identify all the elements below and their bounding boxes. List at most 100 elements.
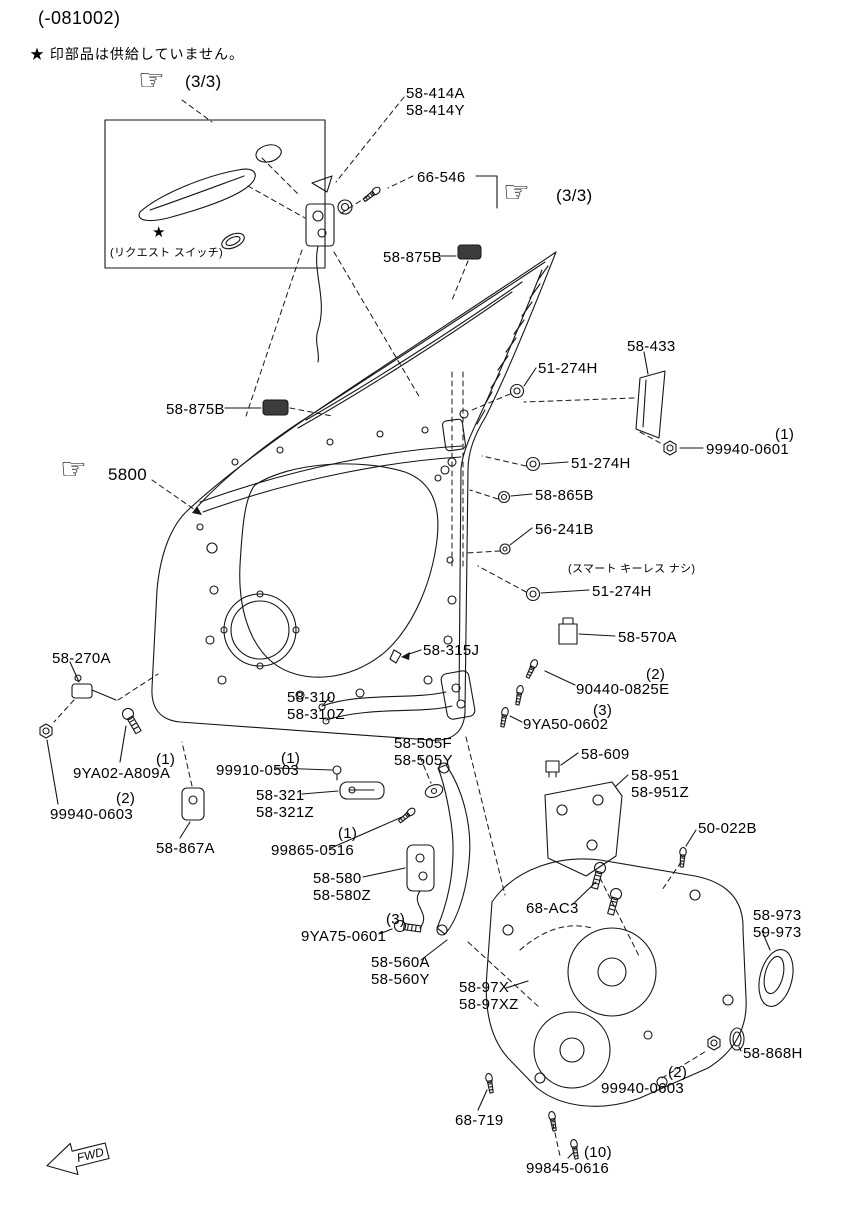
part-label: 9YA75-0601	[301, 928, 387, 945]
part-label: 50-022B	[698, 820, 757, 837]
part-label: 66-546	[417, 169, 466, 186]
bolt-68-AC3	[588, 860, 624, 917]
part-label: 58-414Y	[406, 102, 465, 119]
part-label: 58-414A	[406, 85, 465, 102]
assembly-label: 5800	[108, 465, 148, 484]
part-58-580-latch	[406, 844, 435, 929]
part-label: 58-560A	[371, 954, 430, 971]
count-label: (2)	[668, 1064, 688, 1081]
part-label: 99940-0601	[706, 441, 790, 458]
part-label: 58-97X	[459, 979, 510, 996]
count-label: (3)	[386, 911, 406, 928]
part-label: 58-867A	[156, 840, 215, 857]
part-58-315J	[389, 649, 402, 664]
screw-99845-0616	[547, 1110, 581, 1160]
count-label: (3)	[593, 702, 613, 719]
part-58-414	[311, 175, 333, 193]
part-58-310-lock-assembly	[318, 670, 476, 725]
part-label: 58-865B	[535, 487, 594, 504]
hand-pointer-icon: ☞	[60, 453, 87, 486]
part-58-875B-left	[262, 399, 289, 416]
clip-99910-0503	[332, 765, 342, 775]
note-label: (スマート キーレス ナシ)	[568, 563, 696, 575]
part-label: 58-505F	[394, 735, 452, 752]
supply-note: ★ 印部品は供給していません。	[30, 46, 245, 62]
count-label: (1)	[338, 825, 358, 842]
part-58-321-inner-handle	[339, 781, 385, 800]
part-label: 58-609	[581, 746, 630, 763]
part-label: 58-951Z	[631, 784, 689, 801]
nut-99940-0603	[707, 1035, 721, 1051]
part-label: 59-973	[753, 924, 802, 941]
part-label: 58-270A	[52, 650, 111, 667]
part-58-560-regulator	[436, 762, 471, 936]
count-label: (1)	[775, 426, 795, 443]
part-label: 58-973	[753, 907, 802, 924]
part-label: 99910-0503	[216, 762, 300, 779]
part-label: 58-321	[256, 787, 305, 804]
screw-90440-0825E	[524, 658, 540, 680]
part-label: 56-241B	[535, 521, 594, 538]
part-label: 51-274H	[592, 583, 652, 600]
hand-pointer-icon: ☞	[138, 64, 165, 97]
page-code: (-081002)	[38, 8, 121, 28]
part-label: 90440-0825E	[576, 681, 670, 698]
part-label: 58-875B	[166, 401, 225, 418]
fwd-label: FWD	[75, 1145, 105, 1165]
part-label: 68-AC3	[526, 900, 579, 917]
nut-99940-0601	[663, 440, 677, 456]
part-label: 58-570A	[618, 629, 677, 646]
screw-99865-0516	[396, 806, 418, 825]
part-label: 51-274H	[571, 455, 631, 472]
bolt-9YA02-A809A	[119, 705, 144, 736]
count-label: (1)	[156, 751, 176, 768]
part-label: 58-321Z	[256, 804, 314, 821]
part-label: 58-310	[287, 689, 336, 706]
part-58-505	[424, 784, 444, 798]
count-label: (1)	[281, 750, 301, 767]
part-56-241B	[499, 543, 511, 555]
part-58-433	[635, 370, 666, 439]
handle-inset-box	[104, 99, 326, 269]
part-label: 58-868H	[743, 1045, 803, 1062]
part-label: 58-580	[313, 870, 362, 887]
grommet-51-274H	[509, 383, 525, 399]
part-58-868H	[729, 1027, 745, 1051]
part-58-97X-module	[485, 858, 747, 1107]
hand-pointer-icon: ☞	[503, 176, 530, 209]
part-label: 58-433	[627, 338, 676, 355]
part-label: 58-97XZ	[459, 996, 519, 1013]
note-label: (リクエスト スイッチ)	[110, 247, 223, 259]
count-label: (2)	[116, 790, 136, 807]
part-label: 9YA50-0602	[523, 716, 609, 733]
sheet-ref-label: (3/3)	[556, 186, 593, 205]
part-58-973-bezel	[758, 949, 794, 1007]
grommet-51-274H	[525, 456, 541, 472]
grommet-51-274H	[525, 586, 541, 602]
part-58-609	[545, 760, 560, 778]
part-label: 9YA02-A809A	[73, 765, 171, 782]
fwd-arrow: FWD	[46, 1142, 110, 1176]
star-marker: ★	[152, 224, 166, 241]
part-label: 58-580Z	[313, 887, 371, 904]
part-label: 58-315J	[423, 642, 480, 659]
part-label: 58-875B	[383, 249, 442, 266]
part-58-951-bracket	[544, 781, 623, 877]
part-58-570A	[558, 617, 578, 645]
part-label: 99940-0603	[601, 1080, 685, 1097]
part-58-865B	[497, 490, 511, 504]
count-label: (2)	[646, 666, 666, 683]
nut-99940-0603-left	[39, 723, 53, 739]
part-label: 99940-0603	[50, 806, 134, 823]
part-label: 99865-0516	[271, 842, 355, 859]
part-58-867A	[181, 787, 205, 821]
screw-66-546	[361, 185, 383, 204]
door-panel-outline	[151, 251, 557, 741]
part-label: 58-560Y	[371, 971, 430, 988]
latch-cluster	[245, 199, 421, 417]
sheet-ref-label: (3/3)	[185, 72, 222, 91]
part-label: 58-505Y	[394, 752, 453, 769]
count-label: (10)	[584, 1144, 612, 1161]
